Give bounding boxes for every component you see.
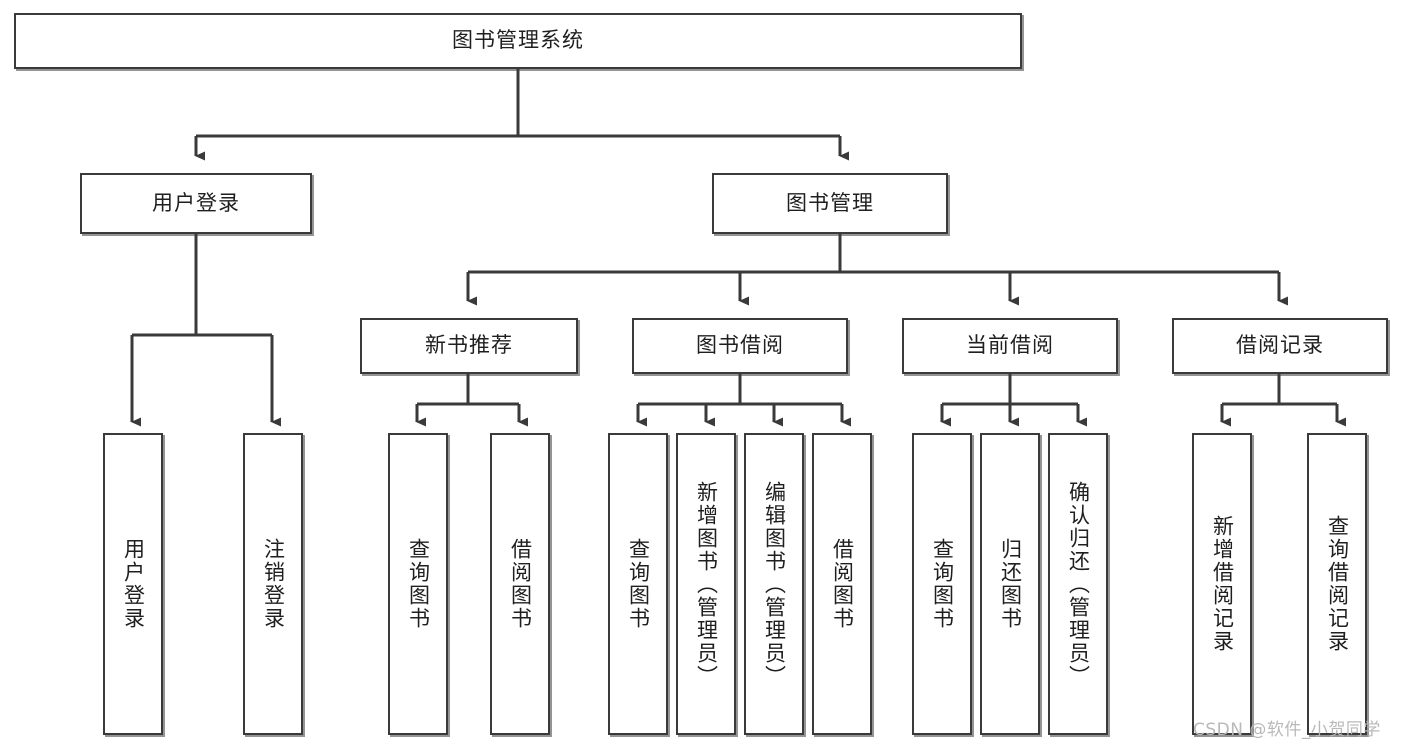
leaf-new-book-borrow-book[interactable]: 借阅图书 <box>490 433 550 735</box>
node-borrow-record[interactable]: 借阅记录 <box>1172 318 1388 374</box>
leaf-new-book-query-book[interactable]: 查询图书 <box>388 433 448 735</box>
leaf-current-borrow-query-book[interactable]: 查询图书 <box>912 433 972 735</box>
node-label: 查询图书 <box>626 538 651 630</box>
node-label: 用户登录 <box>152 190 240 215</box>
leaf-borrow-record-query-record[interactable]: 查询借阅记录 <box>1307 433 1367 735</box>
node-user-login[interactable]: 用户登录 <box>80 173 312 234</box>
node-label: 新书推荐 <box>425 333 513 358</box>
node-label: 借阅记录 <box>1236 333 1324 358</box>
leaf-current-borrow-confirm-return-admin[interactable]: 确认归还（管理员） <box>1048 433 1108 735</box>
leaf-borrow-record-add-record[interactable]: 新增借阅记录 <box>1192 433 1252 735</box>
node-label: 借阅图书 <box>830 538 855 630</box>
node-label: 借阅图书 <box>508 538 533 630</box>
leaf-book-borrow-add-book-admin[interactable]: 新增图书（管理员） <box>676 433 736 735</box>
leaf-user-login-logout[interactable]: 注销登录 <box>243 433 303 735</box>
leaf-current-borrow-return-book[interactable]: 归还图书 <box>980 433 1040 735</box>
node-book-management[interactable]: 图书管理 <box>712 173 948 234</box>
leaf-book-borrow-edit-book-admin[interactable]: 编辑图书（管理员） <box>744 433 804 735</box>
node-label: 图书管理系统 <box>452 28 584 53</box>
node-label: 注销登录 <box>261 538 286 630</box>
watermark-csdn: CSDN @软件_小贺同学 <box>1193 720 1381 740</box>
node-label: 当前借阅 <box>966 333 1054 358</box>
node-label: 新增图书（管理员） <box>694 480 719 688</box>
leaf-book-borrow-query-book[interactable]: 查询图书 <box>608 433 668 735</box>
node-label: 图书借阅 <box>696 333 784 358</box>
node-label: 归还图书 <box>998 538 1023 630</box>
leaf-book-borrow-borrow-book[interactable]: 借阅图书 <box>812 433 872 735</box>
node-label: 新增借阅记录 <box>1210 515 1235 653</box>
leaf-user-login-login[interactable]: 用户登录 <box>103 433 163 735</box>
node-book-borrow[interactable]: 图书借阅 <box>632 318 848 374</box>
node-label: 图书管理 <box>786 190 874 215</box>
node-label: 查询借阅记录 <box>1325 515 1350 653</box>
node-label: 查询图书 <box>930 538 955 630</box>
node-label: 用户登录 <box>121 538 146 630</box>
node-label: 查询图书 <box>406 538 431 630</box>
node-new-book-recommend[interactable]: 新书推荐 <box>360 318 578 374</box>
node-root-book-management-system[interactable]: 图书管理系统 <box>14 13 1022 69</box>
node-label: 确认归还（管理员） <box>1066 480 1091 688</box>
node-label: 编辑图书（管理员） <box>762 480 787 688</box>
node-current-borrow[interactable]: 当前借阅 <box>902 318 1118 374</box>
